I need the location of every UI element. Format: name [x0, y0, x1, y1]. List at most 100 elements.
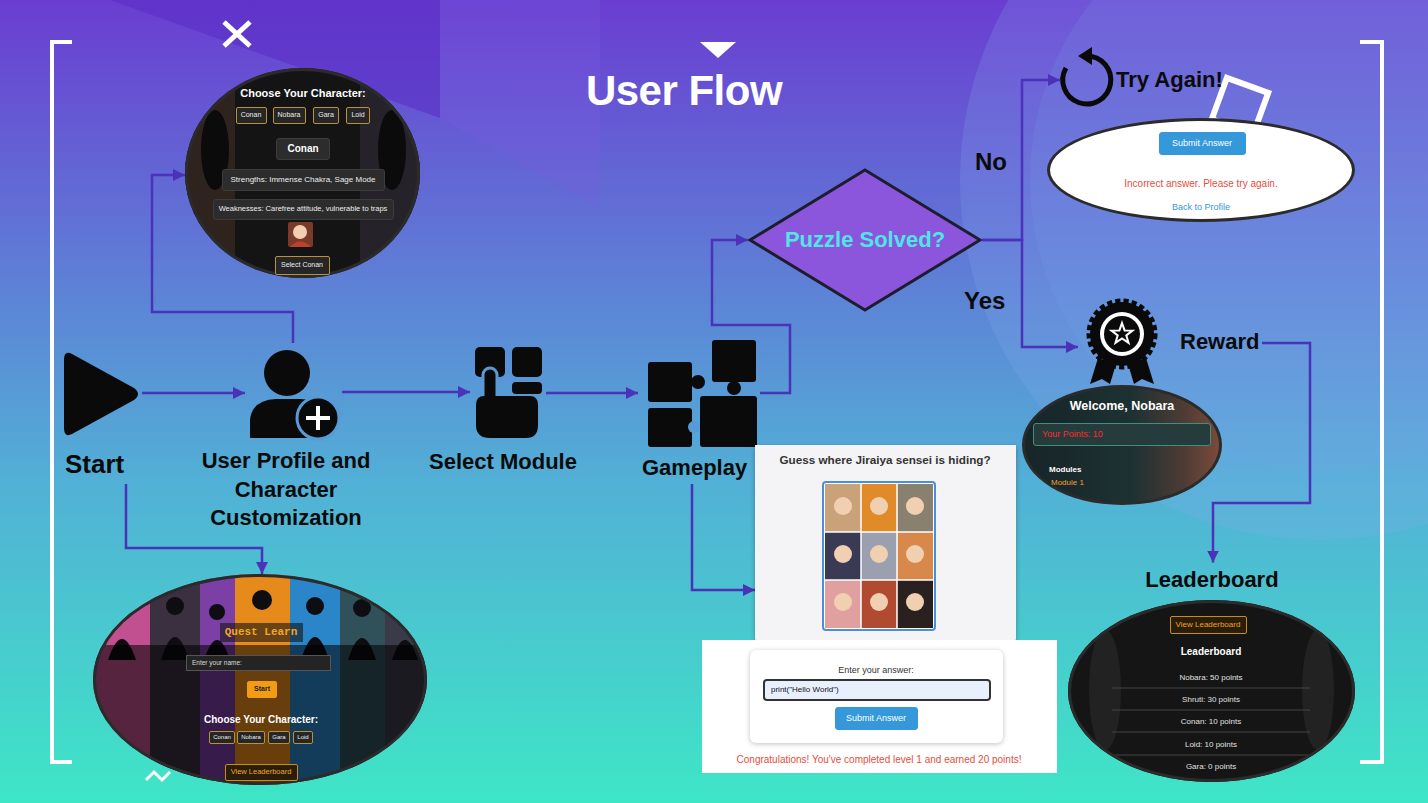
puzzle-panel-art — [834, 497, 924, 611]
retry-icon — [1063, 47, 1111, 104]
puzzle-icon — [712, 340, 756, 382]
select-icon — [476, 396, 538, 438]
node-text: print("Hello World") — [771, 685, 839, 694]
game-logo: Quest Learn — [220, 623, 303, 642]
character-button: Gara — [268, 731, 290, 744]
node-text: User Profile and Character Customization — [181, 447, 391, 533]
start-button: Start — [247, 681, 277, 698]
frame-bracket — [1360, 42, 1382, 762]
answer-card: Enter your answer: print("Hello World") Su… — [750, 650, 1003, 743]
puzzle-panel-art — [824, 483, 934, 629]
edge-label: No — [975, 148, 1007, 176]
puzzle-panel-art — [870, 593, 888, 611]
edge-label: Yes — [964, 287, 1005, 315]
node-text: Puzzle Solved? — [785, 227, 945, 252]
module-step: Select Module — [470, 345, 546, 440]
puzzle-panel-art — [755, 445, 1016, 640]
medal-icon — [1090, 302, 1154, 366]
puzzle-panel-art — [825, 580, 861, 628]
node-text: Submit Answer — [846, 713, 906, 723]
character-button: Conan — [209, 731, 235, 744]
puzzle-icon — [648, 340, 757, 447]
submit-button: Submit Answer — [835, 707, 918, 730]
puzzle-icon — [700, 396, 757, 447]
puzzle-panel-art — [897, 484, 933, 532]
node-text: Modules — [1049, 465, 1081, 474]
start-screen-art — [113, 601, 131, 619]
puzzle-icon — [727, 381, 741, 395]
select-icon — [475, 347, 542, 438]
answer-input: print("Hello World") — [763, 679, 991, 701]
puzzle-panel-art — [834, 593, 852, 611]
node-text: Gara — [318, 111, 334, 119]
node-text: Guess where Jiraiya sensei is hiding? — [779, 453, 990, 466]
character-button: Loid — [346, 107, 370, 124]
puzzle-panel-art — [825, 484, 861, 532]
node-text: Module 1 — [1051, 478, 1084, 487]
start-screen-art — [306, 597, 324, 615]
node-text: Gara — [272, 734, 285, 741]
flow-arrow — [342, 391, 470, 394]
add-user-icon — [250, 350, 339, 439]
puzzle-panel-art — [906, 497, 924, 515]
select-icon — [512, 347, 542, 377]
character-button: Nobara — [273, 107, 306, 124]
points-bar: Your Points: 10 — [1033, 423, 1211, 446]
start-screen-art — [397, 604, 413, 620]
node-text: Start — [254, 685, 270, 693]
play-icon — [64, 353, 138, 435]
node-text: Enter your answer: — [838, 665, 914, 675]
leaderboard-button: View Leaderboard — [1170, 616, 1247, 634]
start-screen-art — [93, 645, 427, 786]
node-text: Loid — [297, 734, 308, 741]
select-button: Select Conan — [275, 256, 330, 275]
node-text: Nobara — [278, 111, 301, 119]
character-button: Conan — [236, 107, 267, 124]
puzzle-panel-art — [897, 580, 933, 628]
profile-step: User Profile and Character Customization — [245, 343, 342, 440]
reward-step: Reward — [1078, 298, 1262, 385]
add-user-icon — [306, 406, 330, 430]
puzzle-icon — [648, 362, 692, 402]
select-icon — [512, 382, 542, 394]
character-screen: Choose Your Character:ConanNobaraGaraLoi… — [185, 68, 420, 278]
retry-step: Try Again! — [1060, 46, 1232, 116]
puzzle-icon — [691, 375, 705, 389]
node-text: Loid — [351, 111, 364, 119]
character-screen-art — [185, 68, 420, 278]
retry-icon — [1078, 47, 1092, 65]
character-button: Nobara — [237, 731, 265, 744]
node-text: Back to Profile — [1172, 202, 1230, 212]
node-text: Nobara: 50 points — [1179, 673, 1242, 682]
node-text: Gameplay — [642, 454, 747, 483]
background — [1030, 0, 1428, 470]
background — [440, 0, 600, 210]
node-text: Conan — [287, 143, 318, 155]
flow-arrow — [712, 240, 790, 393]
flow-arrow — [692, 484, 755, 590]
puzzle-panel-art — [906, 545, 924, 563]
medal-icon — [1090, 302, 1154, 366]
puzzle-panel-art — [870, 497, 888, 515]
diagram-title: User Flow — [484, 70, 884, 112]
medal-icon — [1104, 316, 1140, 352]
puzzle-panel-art — [834, 497, 852, 515]
add-user-icon — [264, 350, 310, 396]
weaknesses-box: Weaknesses: Carefree attitude, vulnerabl… — [213, 199, 394, 220]
puzzle-panel-art — [870, 545, 888, 563]
retry-icon — [1063, 56, 1111, 104]
strengths-box: Strengths: Immense Chakra, Sage Mode — [222, 169, 385, 191]
node-text: Submit Answer — [1172, 138, 1232, 148]
gameplay-step: Gameplay — [638, 338, 760, 484]
decoration — [700, 42, 736, 58]
node-text: Choose Your Character: — [204, 714, 318, 726]
node-text: Welcome, Nobara — [1070, 399, 1175, 413]
answer-panel: Congratulations! You've completed level … — [702, 640, 1057, 773]
decision-diamond: Puzzle Solved? — [748, 168, 982, 312]
node-text: Leaderboard — [1181, 646, 1242, 658]
start-step: Start — [58, 350, 142, 484]
leaderboard-screen-art — [1068, 600, 1355, 782]
node-text: Quest Learn — [225, 626, 298, 639]
flow-arrow — [1213, 343, 1310, 563]
